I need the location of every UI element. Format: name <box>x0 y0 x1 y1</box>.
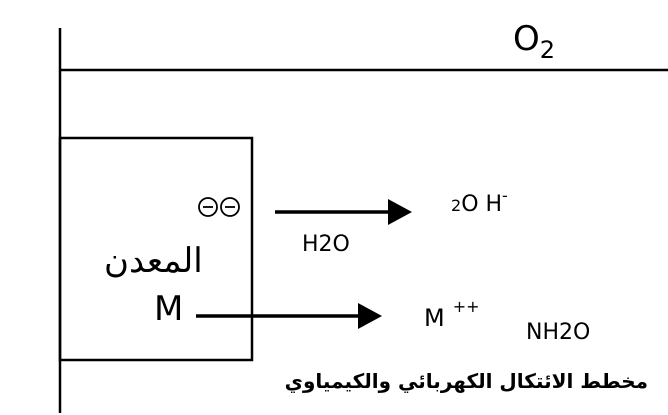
electron-charge-icon <box>220 197 240 217</box>
metal-ion-label: M++ <box>424 297 480 332</box>
cathodic-arrow <box>275 199 412 225</box>
anodic-arrow <box>196 303 382 329</box>
electron-charge-icon <box>198 197 218 217</box>
hydroxide-product-label: 2O H- <box>451 186 508 217</box>
metal-symbol: M <box>154 289 184 329</box>
metal-label: المعدن <box>104 241 203 281</box>
hydration-label: NH2O <box>526 320 591 345</box>
oxygen-label: O2 <box>513 19 556 64</box>
metal-box <box>58 136 254 362</box>
diagram-caption: مخطط الائتكال الكهربائي والكيمياوي <box>284 369 648 393</box>
water-reactant-label: H2O <box>302 232 350 257</box>
